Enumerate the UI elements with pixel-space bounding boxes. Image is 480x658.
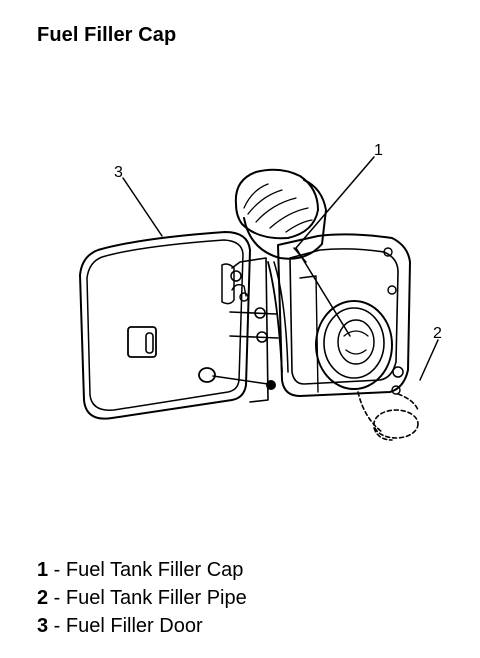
legend-number: 3 <box>37 615 49 637</box>
parts-legend: 1 - Fuel Tank Filler Cap 2 - Fuel Tank F… <box>37 556 247 640</box>
fuel-filler-door <box>79 231 276 420</box>
legend-separator: - <box>48 587 66 609</box>
legend-number: 1 <box>37 559 49 581</box>
legend-separator: - <box>48 615 66 637</box>
diagram-title: Fuel Filler Cap <box>37 24 177 46</box>
callout-2: 2 <box>433 325 442 342</box>
legend-item: 3 - Fuel Filler Door <box>37 612 247 640</box>
legend-item: 1 - Fuel Tank Filler Cap <box>37 556 247 584</box>
fuel-tank-filler-pipe <box>357 391 419 441</box>
door-hinge <box>229 257 279 403</box>
leader-lines <box>122 156 439 381</box>
legend-label: Fuel Filler Door <box>65 615 203 637</box>
fuel-tank-filler-neck <box>315 300 393 390</box>
cap-tether <box>267 261 283 373</box>
callout-1: 1 <box>374 142 383 159</box>
legend-label: Fuel Tank Filler Cap <box>65 559 244 581</box>
callout-3: 3 <box>114 164 123 181</box>
legend-label: Fuel Tank Filler Pipe <box>65 587 247 609</box>
legend-separator: - <box>48 559 66 581</box>
legend-number: 2 <box>37 587 49 609</box>
legend-item: 2 - Fuel Tank Filler Pipe <box>37 584 247 612</box>
